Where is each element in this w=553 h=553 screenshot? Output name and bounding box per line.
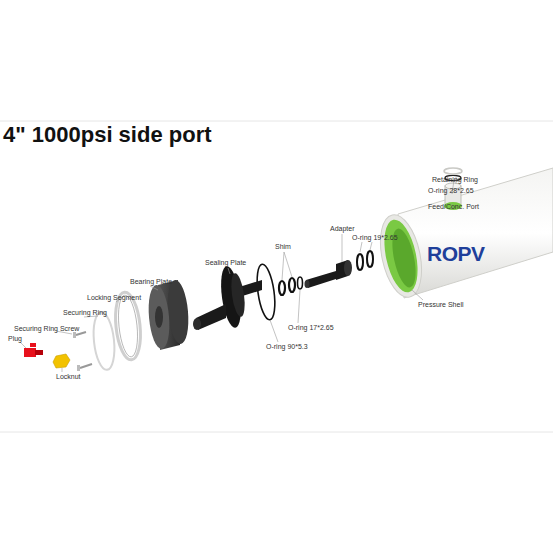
- bearing-plate: [146, 279, 191, 350]
- part-label: Pressure Shell: [418, 301, 464, 308]
- diagram-title: 4" 1000psi side port: [3, 124, 212, 146]
- shim: [289, 278, 295, 292]
- part-label: O-ring 28*2.65: [428, 187, 474, 194]
- frame-line: [0, 432, 553, 433]
- part-label: Shim: [275, 243, 291, 250]
- part-label: Bearing Plate: [130, 278, 172, 285]
- part-label: O-ring 17*2.65: [288, 324, 334, 331]
- locking-segment: [116, 294, 140, 358]
- pressure-shell: [374, 168, 553, 301]
- part-label: Plug: [8, 335, 22, 342]
- o-ring: [298, 277, 303, 289]
- part-label: Locking Segment: [87, 294, 141, 301]
- brand-logo: ROPV: [427, 243, 485, 264]
- part-label: Locknut: [56, 373, 81, 380]
- o-ring: [254, 263, 278, 321]
- securing-ring: [91, 311, 117, 371]
- locknut: [53, 354, 70, 368]
- part-label: Securing Ring Screw: [14, 325, 79, 332]
- plug: [24, 343, 43, 357]
- o-ring: [357, 254, 363, 270]
- part-label: O-ring 90*5.3: [266, 343, 308, 350]
- locking-segment: [113, 291, 144, 361]
- sealing-plate: [193, 265, 262, 330]
- part-label: O-ring 19*2.65: [352, 234, 398, 241]
- o-ring: [367, 251, 373, 267]
- leader-line: [20, 177, 456, 372]
- securing-ring-screw: [73, 332, 92, 371]
- part-label: Adapter: [330, 225, 355, 232]
- part-label: Feed/Conc. Port: [428, 203, 479, 210]
- shim: [279, 281, 285, 295]
- part-label: Securing Ring: [63, 309, 107, 316]
- part-label: Sealing Plate: [205, 259, 246, 266]
- frame-line: [0, 121, 553, 122]
- part-label: Retaining Ring: [432, 176, 478, 183]
- adapter: [305, 260, 353, 288]
